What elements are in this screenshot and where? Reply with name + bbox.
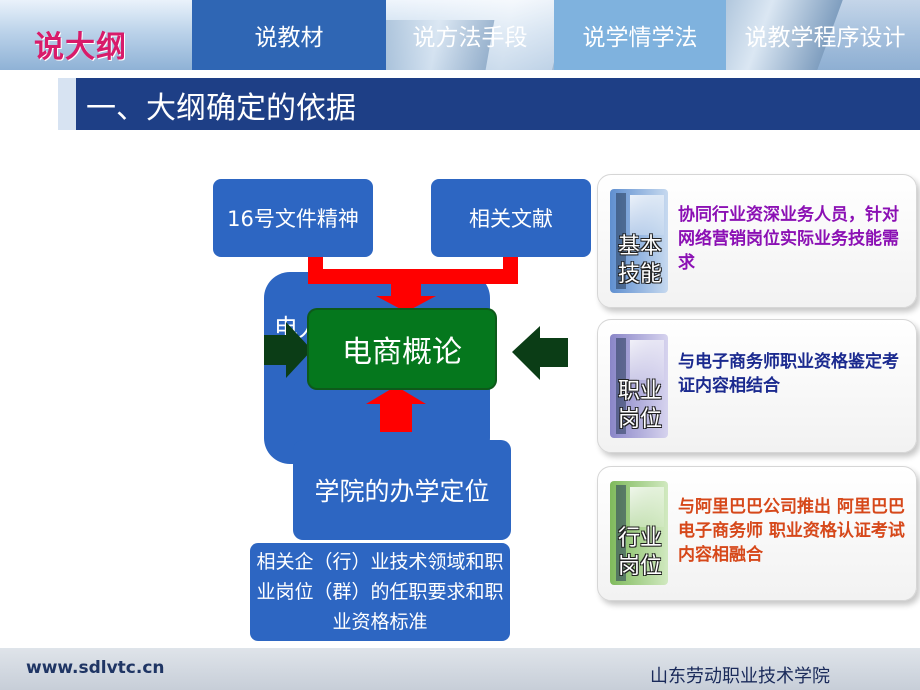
logo-title: 说大纲 [34, 30, 127, 65]
footer: www.sdlvtc.cn 山东劳动职业技术学院 [0, 648, 920, 690]
footer-school-name: 山东劳动职业技术学院 [650, 666, 830, 687]
red-up-arrow [366, 386, 426, 432]
top-banner: 说大纲 说教材 说方法手段 说学情学法 说教学程序设计 [0, 0, 920, 70]
left-green-arrow [264, 322, 312, 378]
card-description: 协同行业资深业务人员，针对网络营销岗位实际业务技能需求 [678, 205, 899, 273]
icon-highlight [630, 340, 664, 380]
section-title-bar: 一、大纲确定的依据 [58, 78, 920, 130]
tab-textbook[interactable]: 说教材 [192, 0, 386, 70]
footer-url[interactable]: www.sdlvtc.cn [26, 658, 165, 678]
industry-position-icon: 行业岗位 [610, 481, 668, 585]
card-description: 与电子商务师职业资格鉴定考证内容相结合 [678, 352, 899, 396]
card-career-position: 职业岗位 与电子商务师职业资格鉴定考证内容相结合 [597, 319, 917, 453]
card-basic-skills: 基本技能 协同行业资深业务人员，针对网络营销岗位实际业务技能需求 [597, 174, 917, 308]
section-title: 一、大纲确定的依据 [86, 91, 356, 126]
card-description: 与阿里巴巴公司推出 阿里巴巴电子商务师 职业资格认证考试内容相融合 [678, 497, 905, 565]
card-label: 基本技能 [617, 234, 662, 287]
icon-stripe [616, 193, 626, 289]
literature-block: 相关文献 [431, 179, 591, 257]
title-accent [58, 78, 76, 130]
card-industry-position: 行业岗位 与阿里巴巴公司推出 阿里巴巴电子商务师 职业资格认证考试内容相融合 [597, 466, 917, 601]
card-label: 职业岗位 [617, 379, 662, 432]
tab-procedure[interactable]: 说教学程序设计 [744, 25, 906, 51]
icon-stripe [616, 338, 626, 434]
icon-highlight [630, 487, 664, 527]
icon-highlight [630, 195, 664, 235]
basic-skills-icon: 基本技能 [610, 189, 668, 293]
policy-doc-block: 16号文件精神 [213, 179, 373, 257]
tab-learning[interactable]: 说学情学法 [554, 0, 726, 70]
icon-stripe [616, 485, 626, 581]
card-label: 行业岗位 [617, 526, 662, 579]
school-position-block: 学院的办学定位 [293, 440, 511, 540]
right-green-arrow [512, 326, 568, 380]
requirements-block: 相关企（行）业技术领域和职业岗位（群）的任职要求和职业资格标准 [250, 543, 510, 641]
center-course-block: 电商概论 [309, 310, 495, 388]
tab-methods[interactable]: 说方法手段 [412, 25, 528, 51]
red-connector-arrow [308, 257, 518, 312]
career-position-icon: 职业岗位 [610, 334, 668, 438]
